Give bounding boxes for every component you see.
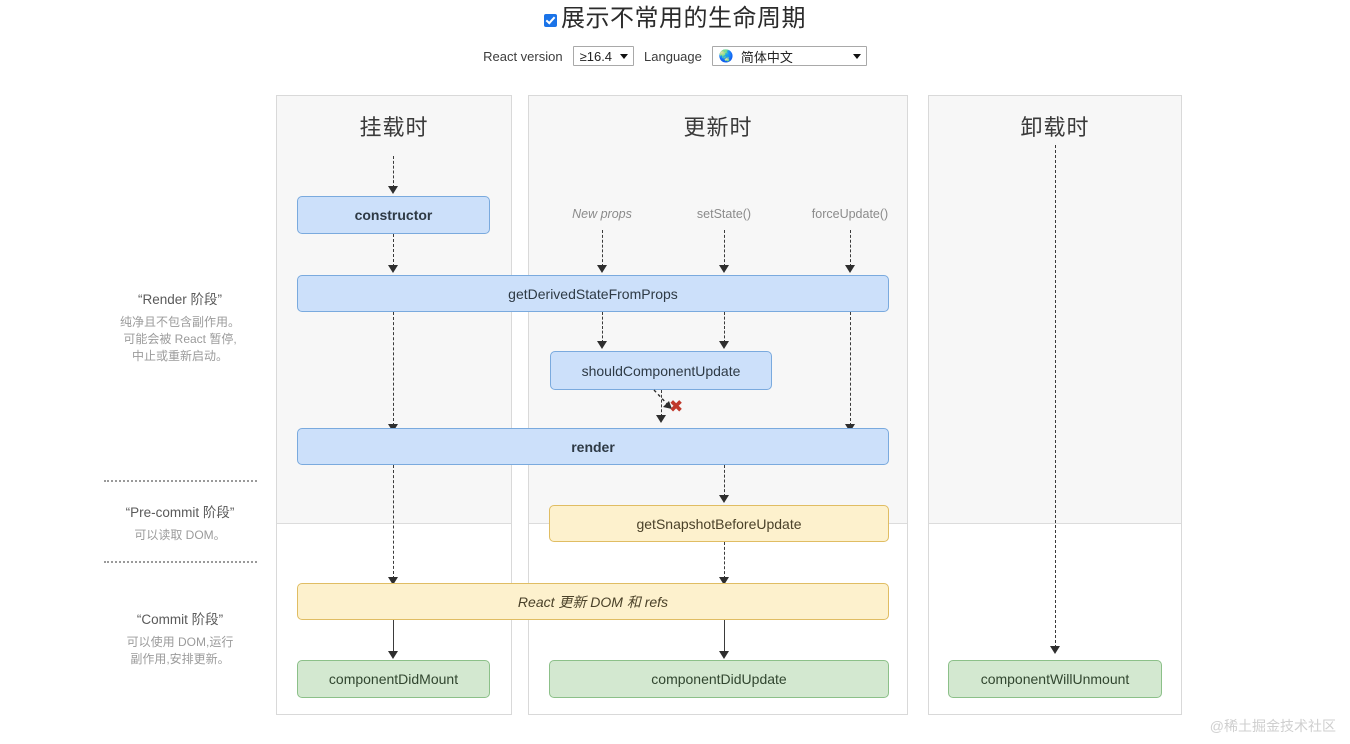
connector-set-state: [724, 230, 725, 267]
skip-update-x-icon: ✖: [669, 397, 684, 416]
arrow-new-props: [597, 265, 607, 273]
chevron-down-icon: [620, 53, 629, 59]
connector-unmount: [1055, 145, 1056, 648]
language-label: Language: [644, 48, 702, 64]
arrow-force-update: [845, 265, 855, 273]
connector-dom-to-did-update: [724, 620, 725, 653]
globe-icon: 🌏: [718, 49, 734, 63]
connector-force-update-to-render: [850, 312, 851, 426]
phase-commit-heading: “Commit 阶段”: [136, 612, 224, 627]
column-updating: 更新时: [528, 95, 908, 715]
trigger-set-state: setState(): [696, 207, 752, 221]
column-mounting-title: 挂载时: [359, 115, 429, 140]
arrow-render-to-snapshot: [719, 495, 729, 503]
arrow-constructor-to-gdsfp: [388, 265, 398, 273]
connector-gdsfp-to-scu-left: [602, 312, 603, 343]
react-version-value: ≥16.4: [579, 48, 613, 64]
arrow-dom-to-did-mount: [388, 651, 398, 659]
connector-force-update: [850, 230, 851, 267]
connector-dom-to-did-mount: [393, 620, 394, 653]
arrow-mount-top: [388, 186, 398, 194]
arrow-scu-to-render: [656, 415, 666, 423]
arrow-gdsfp-to-scu-left: [597, 341, 607, 349]
box-component-will-unmount[interactable]: componentWillUnmount: [948, 660, 1162, 698]
arrow-gdsfp-to-scu-right: [719, 341, 729, 349]
show-uncommon-lifecycles-checkbox[interactable]: [544, 13, 557, 27]
box-component-did-mount[interactable]: componentDidMount: [297, 660, 490, 698]
chevron-down-icon: [852, 53, 861, 59]
controls-row: React version ≥16.4 Language 🌏 简体中文: [0, 46, 1350, 66]
connector-gdsfp-to-render-mount: [393, 312, 394, 426]
column-unmounting-title: 卸载时: [1020, 115, 1090, 140]
phase-pre-commit-description: 可以读取 DOM。: [134, 528, 226, 542]
connector-scu-to-render: [661, 390, 662, 417]
connector-new-props: [602, 230, 603, 267]
arrow-set-state: [719, 265, 729, 273]
connector-render-to-dom-mount: [393, 465, 394, 579]
phase-commit: “Commit 阶段” 可以使用 DOM,运行副作用,安排更新。: [80, 608, 280, 668]
react-version-select[interactable]: ≥16.4: [572, 46, 635, 66]
phase-render-description: 纯净且不包含副作用。可能会被 React 暂停,中止或重新启动。: [119, 315, 240, 363]
box-get-derived-state-from-props[interactable]: getDerivedStateFromProps: [297, 275, 889, 312]
page-title: 展示不常用的生命周期: [561, 5, 806, 32]
box-component-did-update[interactable]: componentDidUpdate: [549, 660, 889, 698]
arrow-render-to-dom-mount: [388, 577, 398, 585]
phase-commit-description: 可以使用 DOM,运行副作用,安排更新。: [126, 635, 234, 666]
react-version-label: React version: [483, 48, 563, 64]
phase-pre-commit-heading: “Pre-commit 阶段”: [125, 505, 235, 520]
phase-divider-bottom: [104, 561, 257, 563]
connector-snapshot-to-dom: [724, 542, 725, 579]
watermark: @稀土掘金技术社区: [1209, 718, 1336, 734]
phase-render: “Render 阶段” 纯净且不包含副作用。可能会被 React 暂停,中止或重…: [80, 288, 280, 365]
box-react-updates-dom[interactable]: React 更新 DOM 和 refs: [297, 583, 889, 620]
header-title-row: 展示不常用的生命周期: [0, 4, 1350, 34]
phase-pre-commit: “Pre-commit 阶段” 可以读取 DOM。: [80, 501, 280, 544]
language-value: 简体中文: [740, 49, 793, 65]
connector-scu-skip: [653, 389, 672, 409]
connector-mount-top: [393, 156, 394, 188]
trigger-force-update: forceUpdate(): [811, 207, 889, 221]
column-updating-title: 更新时: [683, 115, 753, 140]
arrow-unmount: [1050, 646, 1060, 654]
connector-constructor-to-gdsfp: [393, 234, 394, 267]
box-render[interactable]: render: [297, 428, 889, 465]
connector-render-to-snapshot: [724, 465, 725, 497]
trigger-new-props: New props: [572, 207, 632, 221]
box-should-component-update[interactable]: shouldComponentUpdate: [550, 351, 772, 390]
language-select[interactable]: 🌏 简体中文: [711, 46, 867, 66]
box-constructor[interactable]: constructor: [297, 196, 490, 234]
arrow-dom-to-did-update: [719, 651, 729, 659]
phase-render-heading: “Render 阶段”: [137, 292, 223, 307]
connector-gdsfp-to-scu-right: [724, 312, 725, 343]
box-get-snapshot-before-update[interactable]: getSnapshotBeforeUpdate: [549, 505, 889, 542]
phase-divider-top: [104, 480, 257, 482]
arrow-snapshot-to-dom: [719, 577, 729, 585]
